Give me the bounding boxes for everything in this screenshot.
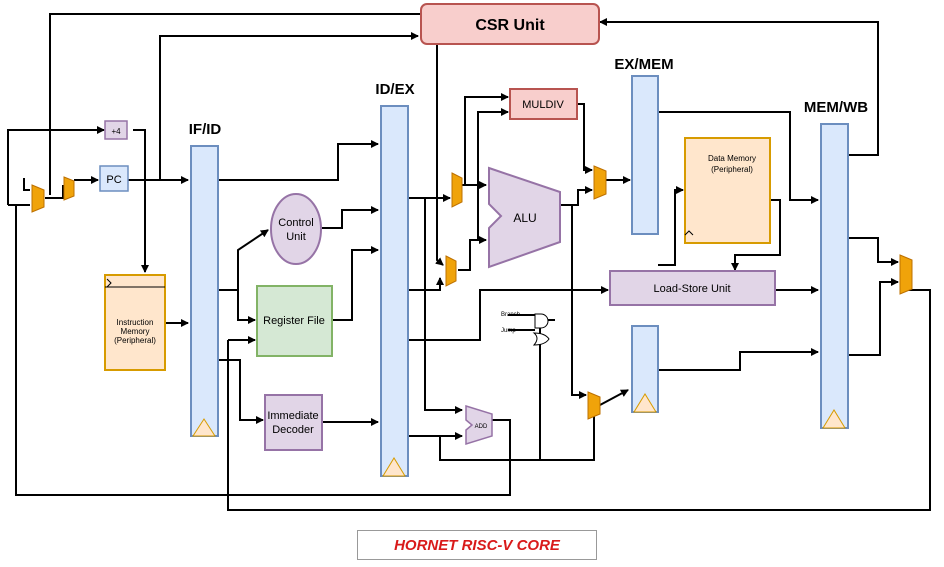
alu-block [488,166,561,269]
instruction-memory-block [104,274,166,371]
alu-mux-b-icon [445,255,457,287]
branch-mux-icon [587,391,601,420]
pc-block [99,165,129,192]
csr-unit-label: CSR Unit [475,17,545,34]
pc-mux-2-icon [63,176,75,201]
load-store-unit-block [609,270,776,306]
plus4-label: +4 [111,127,121,136]
ex-mem-label: EX/MEM [614,56,673,73]
caption-box: HORNET RISC-V CORE [357,530,597,560]
muldiv-block [509,88,578,120]
diagram-title: HORNET RISC-V CORE [394,536,560,554]
csr-unit-block [420,3,600,45]
instruction-memory-label-1: Instruction [117,318,154,327]
id-ex-clock-icon [382,457,406,477]
and-gate-icon [534,313,549,329]
if-id-label: IF/ID [189,121,222,138]
ex-mem-clock-icon [633,393,657,413]
ex-result-mux-icon [593,165,607,200]
immediate-decoder-label-1: Immediate [267,410,318,422]
alu-label: ALU [513,211,536,225]
pc-mux-1-icon [31,184,45,213]
control-unit-label-2: Unit [286,231,306,243]
alu-mux-a-icon [451,172,463,208]
mem-wb-label: MEM/WB [804,99,868,116]
adder-label: ADD [475,424,488,430]
branch-label: Branch [501,312,520,318]
muldiv-label: MULDIV [522,99,564,111]
ex-mem-register-top [631,75,659,235]
mem-wb-register [820,123,849,429]
id-ex-label: ID/EX [375,81,414,98]
mem-wb-clock-icon [822,409,846,429]
control-unit-block [270,193,322,265]
data-memory-label-2: (Peripheral) [711,165,753,174]
register-file-block [256,285,333,357]
load-store-unit-label: Load-Store Unit [653,283,730,295]
pc-label: PC [106,174,121,186]
data-memory-clock-icon [684,230,694,236]
instruction-memory-label-2: Memory [121,327,150,336]
if-id-clock-icon [192,418,216,437]
if-id-register [190,145,219,437]
data-memory-block [684,137,771,244]
writeback-mux-icon [899,254,913,295]
wires [7,13,931,511]
data-memory-label-1: Data Memory [708,154,756,163]
control-unit-label-1: Control [278,217,313,229]
immediate-decoder-block [264,394,323,451]
immediate-decoder-label-2: Decoder [272,424,314,436]
jump-label: Jump [501,328,516,334]
plus4-block [104,120,128,140]
register-file-label: Register File [263,315,325,327]
or-gate-icon [532,332,550,346]
adder-block [465,404,493,446]
id-ex-register [380,105,409,477]
instruction-memory-label-3: (Peripheral) [114,336,156,345]
instruction-memory-clock-icon [105,278,165,288]
